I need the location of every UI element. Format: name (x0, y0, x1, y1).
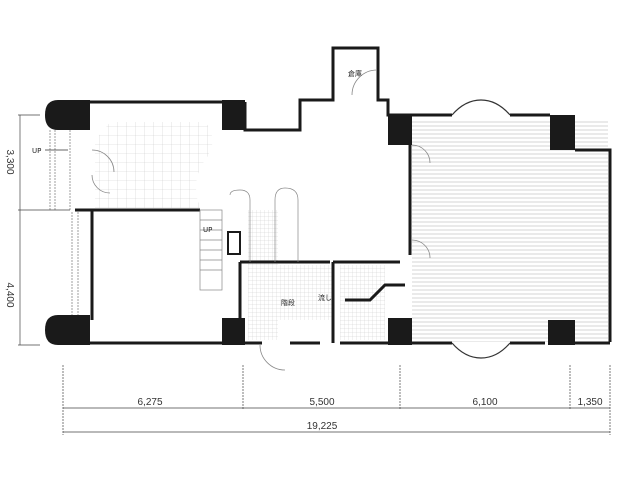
storage-label: 倉庫 (348, 69, 362, 78)
dim-total: 19,225 (307, 421, 338, 432)
dim-v-2: 4,400 (4, 282, 15, 307)
main-hall-floor (412, 120, 608, 342)
stairs-label: 階段 (281, 298, 295, 307)
walls (75, 46, 612, 345)
sink-label: 流し (318, 293, 332, 302)
dim-v-1: 3,300 (4, 149, 15, 174)
dimension-lines (18, 114, 611, 435)
up-label-left: UP (32, 147, 41, 155)
kitchen-floor (278, 265, 333, 320)
restroom-floor (340, 265, 385, 340)
dim-h-1: 6,275 (137, 397, 162, 408)
columns (45, 100, 575, 345)
dim-h-3: 6,100 (472, 397, 497, 408)
doors (91, 69, 431, 371)
dim-h-4: 1,350 (577, 397, 602, 408)
dim-h-2: 5,500 (309, 397, 334, 408)
bay-windows (451, 99, 511, 359)
corridor-floor (248, 210, 278, 340)
left-facade-lines (49, 130, 79, 315)
entrance-grid-floor (95, 122, 213, 208)
stairs-left (199, 187, 299, 291)
up-label-stairs: UP (203, 226, 212, 234)
elevator (227, 231, 241, 255)
